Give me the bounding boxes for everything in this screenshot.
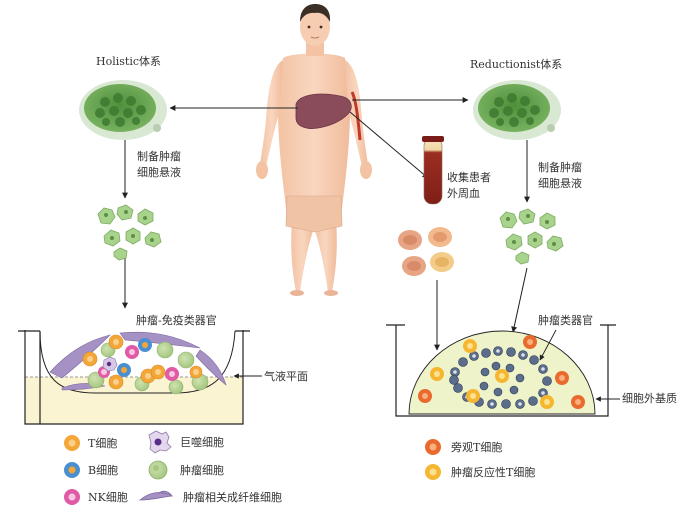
tumor-tissue-left <box>79 80 167 140</box>
liver-icon <box>295 93 352 129</box>
prep-left-line2: 细胞悬液 <box>137 165 181 179</box>
cell-suspension-left <box>97 204 162 261</box>
ecm-label: 细胞外基质 <box>622 392 677 405</box>
arm-vessel-icon <box>350 91 362 141</box>
legend-item-tumor-reactive-t: 肿瘤反应性T细胞 <box>425 464 535 480</box>
legend-item-macrophage: 巨噬细胞 <box>148 430 224 454</box>
tumor-organoid-label: 肿瘤类器官 <box>538 313 593 327</box>
legend-label: NK细胞 <box>88 491 128 504</box>
collect-line1: 收集患者 <box>447 170 491 184</box>
legend-label: 旁观T细胞 <box>451 440 502 454</box>
blood-tube-icon <box>422 136 444 205</box>
flow-arrows <box>122 97 530 351</box>
matrix-culture-well <box>386 324 616 417</box>
legend-label: 肿瘤相关成纤维细胞 <box>183 490 282 504</box>
reductionist-label: Reductionist体系 <box>470 57 562 71</box>
human-figure <box>256 4 372 296</box>
prep-right-line2: 细胞悬液 <box>538 176 582 190</box>
legend-label: T细胞 <box>88 437 117 450</box>
legend-label: 巨噬细胞 <box>180 435 224 449</box>
legend-item-bystander-t: 旁观T细胞 <box>425 439 502 455</box>
holistic-label: Holistic体系 <box>96 54 161 68</box>
organoid-immune-label: 肿瘤-免疫类器官 <box>136 313 217 327</box>
collect-line2: 外周血 <box>447 186 480 200</box>
legend-label: B细胞 <box>88 464 118 477</box>
legend-item-t-cell: T细胞 <box>64 435 117 451</box>
legend-item-tumor-cell: 肿瘤细胞 <box>148 460 224 480</box>
legend-label: 肿瘤细胞 <box>180 463 224 477</box>
pbmc-cells <box>398 227 454 276</box>
legend-item-b-cell: B细胞 <box>64 462 118 478</box>
legend-item-fibroblast: 肿瘤相关成纤维细胞 <box>138 490 282 504</box>
legend-label: 肿瘤反应性T细胞 <box>451 465 535 479</box>
cell-suspension-right <box>499 208 564 265</box>
legend-right: 旁观T细胞 肿瘤反应性T细胞 <box>425 439 535 480</box>
fibroblast-icon <box>138 490 174 501</box>
air-liquid-label: 气液平面 <box>264 369 308 383</box>
ali-culture-well <box>18 330 250 425</box>
legend-item-nk-cell: NK细胞 <box>64 489 128 505</box>
tumor-tissue-right <box>473 80 561 140</box>
prep-right-line1: 制备肿瘤 <box>538 160 582 174</box>
legend-left: T细胞 巨噬细胞 B细胞 肿瘤细胞 NK细胞 肿瘤相关成纤维细胞 <box>64 430 282 505</box>
prep-left-line1: 制备肿瘤 <box>137 149 181 163</box>
